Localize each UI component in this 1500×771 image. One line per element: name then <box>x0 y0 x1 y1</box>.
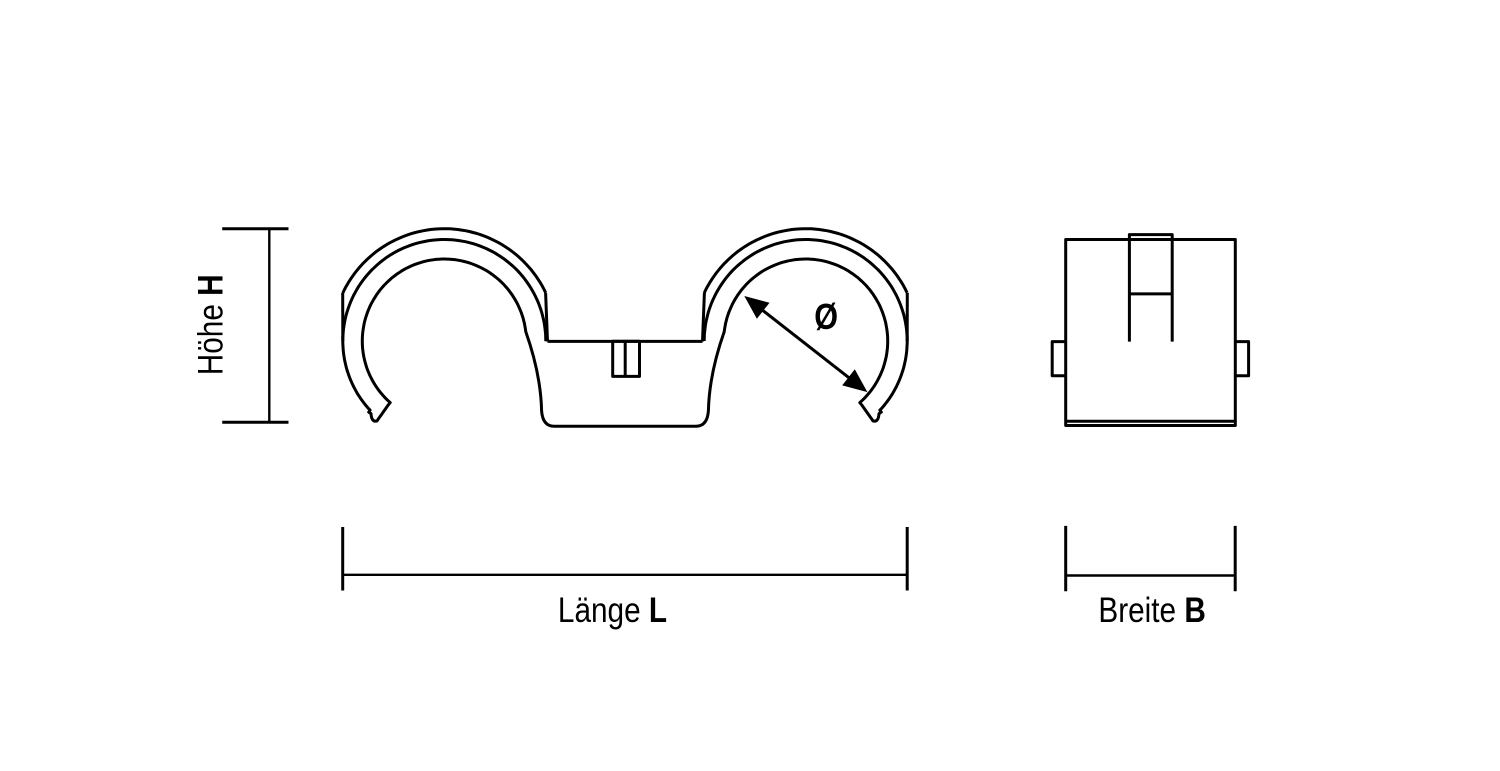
svg-text:Ø: Ø <box>814 298 838 338</box>
svg-text:Höhe H: Höhe H <box>191 274 230 375</box>
svg-text:Länge L: Länge L <box>558 591 667 630</box>
svg-text:Breite B: Breite B <box>1098 591 1205 630</box>
